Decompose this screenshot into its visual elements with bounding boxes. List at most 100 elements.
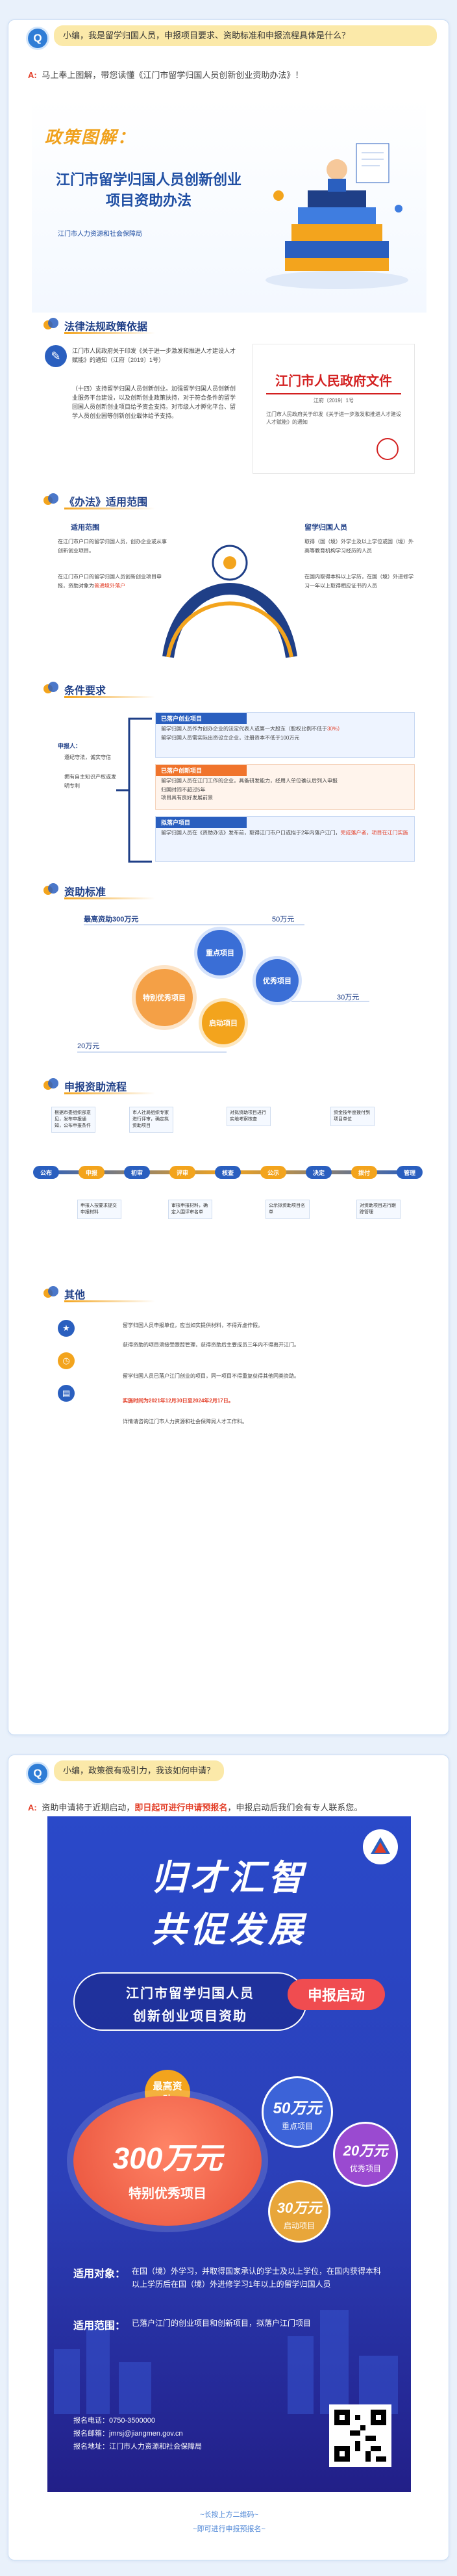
process-step: 核查: [215, 1166, 241, 1179]
hero-publisher: 江门市人力资源和社会保障局: [58, 231, 142, 238]
applicant-req-a: 遵纪守法，诚实守信: [64, 754, 111, 760]
process-step: 管理: [397, 1166, 423, 1179]
section-title: 其他: [64, 1290, 86, 1301]
grant-20-label: 20万元: [77, 1042, 100, 1050]
hero-title-line2: 项目资助办法: [105, 192, 191, 209]
returnee-label: 留学归国人员: [304, 524, 347, 532]
condition-title: 已落户创新项目: [156, 765, 247, 776]
section-requirements: 条件要求 申报人： 遵纪守法，诚实守信 拥有自主知识产权或发明专利 已落户创业项…: [32, 676, 426, 878]
section-legal-basis: 法律法规政策依据 ✎ 江门市人民政府关于印发《关于进一步激发和推进人才建设人才赋…: [32, 313, 426, 488]
section-process: 申报资助流程 根据市委组织部意见，发布申报通知，公布申报条件 市人社局组织专家进…: [32, 1073, 426, 1281]
answer-row-1: A: 马上奉上图解，带您读懂《江门市留学归国人员创新创业资助办法》！: [28, 68, 429, 83]
requirements-bracket: [116, 717, 152, 863]
bubble-good-project: 优秀项目: [256, 959, 299, 1002]
hero-title: 江门市留学归国人员创新创业 项目资助办法: [45, 170, 253, 211]
condition-text-b: 留学归国人员需实际出资设立企业，注册资本不低于100万元: [161, 735, 300, 741]
process-step: 公布: [33, 1166, 59, 1179]
section-scope: 《办法》适用范围 适用范围 在江门市户口的留学归国人员，创办企业或从事创新创业项…: [32, 488, 426, 676]
hero-tag: 政策图解：: [45, 127, 136, 147]
section-title: 条件要求: [64, 686, 106, 697]
qr-code-icon[interactable]: [329, 2404, 391, 2467]
process-step: 初审: [124, 1166, 150, 1179]
condition-text-b: 归国时间不超过5年: [161, 787, 206, 793]
scope-arch-graphic: [162, 545, 297, 658]
bubble-key-project: 重点项目: [197, 930, 243, 975]
poster-city-skyline: [54, 2310, 398, 2414]
section-underline: [64, 897, 155, 899]
legal-basis-text2: （十四）支持留学归国人员创新创业。加强留学归国人员创新创业服务平台建设，以及创新…: [72, 385, 236, 419]
grant-30-label: 30万元: [337, 994, 360, 1001]
grant-sub: 重点项目: [281, 2122, 313, 2131]
returnee-text1: 取得（国（境）外学士及以上学位或国（境）外高等教育机构学习经历的人员: [304, 539, 414, 554]
condition-text-a: 留学归国人员在江门工作的企业，具备研发能力，经用人单位确认后列入申报: [161, 778, 338, 784]
banner-line-1: 江门市留学归国人员: [126, 1987, 254, 2001]
condition-text-highlight: 完成落户者，项目在江门实施: [340, 830, 408, 836]
condition-title: 拟落户项目: [156, 817, 247, 828]
grant-50-label: 50万元: [272, 916, 295, 923]
condition-text-a: 留学归国人员在《资助办法》发布前，取得江门市户口或拟于2年内落户江门，: [161, 830, 341, 836]
poster-headline-1: 归才汇智: [151, 1859, 307, 1898]
step-note-bottom: 公示拟资助项目名单: [266, 1200, 310, 1219]
section-bullet-icon: [43, 883, 58, 897]
other-note-2: 获得资助的项目须接受跟踪管理，获得资助后主要成员三年内不得离开江门。: [123, 1342, 299, 1348]
answer-text: 马上奉上图解，带您读懂《江门市留学归国人员创新创业资助办法》！: [42, 70, 304, 80]
grant-circle-50: 50万元 重点项目: [262, 2076, 333, 2148]
grant-circle-20: 20万元 优秀项目: [333, 2122, 398, 2187]
footer-line-1: ~长按上方二维码~: [200, 2511, 258, 2519]
section-bullet-icon: [43, 682, 58, 696]
section-underline: [64, 1300, 155, 1302]
implementation-date: 实施时间为2021年12月30日至2024年2月17日。: [123, 1398, 234, 1404]
section-bullet-icon: [43, 1286, 58, 1300]
qa-card-1: Q 小编，我是留学归国人员，申报项目要求、资助标准和申报流程具体是什么？ A: …: [8, 19, 449, 1735]
clock-icon: ◷: [58, 1352, 75, 1369]
section-underline: [64, 508, 155, 509]
process-step: 拨付: [351, 1166, 377, 1179]
question-bubble: 小编，政策很有吸引力，我该如何申请？: [54, 1760, 225, 1781]
official-seal-icon: [377, 438, 399, 460]
section-header: 资助标准: [32, 878, 426, 901]
other-contact: 详情请咨询江门市人力资源和社会保障局人才工作科。: [123, 1419, 247, 1424]
scope-label: 适用范围: [71, 524, 99, 532]
step-note-top: 根据市委组织部意见，发布申报通知，公布申报条件: [51, 1107, 95, 1133]
section-title: 法律法规政策依据: [64, 322, 148, 333]
hero-books-illustration: [266, 143, 408, 289]
launch-badge: 申报启动: [288, 1979, 385, 2010]
document-rule: [266, 393, 401, 394]
government-document-preview: 江门市人民政府文件 江府〔2019〕1号 江门市人民政府关于印发《关于进一步激发…: [253, 344, 415, 474]
other-note-1: 留学归国人员申报单位，应当如实提供材料，不得弄虚作假。: [123, 1322, 263, 1328]
section-underline: [64, 1092, 155, 1094]
section-header: 申报资助流程: [32, 1073, 426, 1096]
section-bullet-icon: [43, 493, 58, 508]
document-edit-icon: ✎: [45, 345, 67, 367]
big-grant-sub: 特别优秀项目: [129, 2187, 206, 2201]
grant-amount: 20万元: [343, 2143, 388, 2159]
big-grant-amount: 300万元: [112, 2141, 223, 2175]
condition-title: 已落户创业项目: [156, 713, 247, 724]
poster-banner: 江门市留学归国人员 创新创业项目资助: [73, 1972, 307, 2031]
grant-circle-30: 30万元 启动项目: [268, 2180, 330, 2243]
scope-text2-highlight: 普通境外落户: [94, 583, 125, 589]
top-amount-label: 最高资助300万元: [84, 916, 139, 923]
scope-label: 适用范围：: [73, 2321, 126, 2332]
question-icon: Q: [28, 29, 47, 48]
condition-block-1: 已落户创业项目 留学归国人员作为创办企业的法定代表人或第一大股东（股权比例不低于…: [155, 712, 415, 758]
funding-lines: [77, 924, 369, 1053]
document-icon: ▤: [58, 1385, 75, 1402]
poster-contact: 报名电话：0750-3500000 报名邮箱：jmrsj@jiangmen.go…: [73, 2414, 294, 2453]
hero-title-line1: 江门市留学归国人员创新创业: [55, 172, 241, 188]
big-grant-circle: 300万元 特别优秀项目: [73, 2096, 262, 2226]
condition-block-2: 已落户创新项目 留学归国人员在江门工作的企业，具备研发能力，经用人单位确认后列入…: [155, 764, 415, 810]
step-note-bottom: 对资助项目进行跟踪管理: [356, 1200, 401, 1219]
bubble-special-project: 特别优秀项目: [136, 969, 193, 1026]
section-header: 条件要求: [32, 676, 426, 700]
section-title: 《办法》适用范围: [64, 497, 148, 508]
answer-text-pre: 资助申请将于近期启动，: [42, 1803, 135, 1812]
answer-row-2: A: 资助申请将于近期启动，即日起可进行申请预报名，申报启动后我们会有专人联系您…: [28, 1801, 429, 1815]
poster-headline-2: 共促发展: [151, 1911, 307, 1950]
condition-block-3: 拟落户项目 留学归国人员在《资助办法》发布前，取得江门市户口或拟于2年内落户江门…: [155, 816, 415, 862]
grant-amount: 30万元: [277, 2200, 322, 2216]
condition-text-a: 留学归国人员作为创办企业的法定代表人或第一大股东（股权比例不低于: [161, 726, 327, 732]
section-header: 法律法规政策依据: [32, 313, 426, 336]
grant-sub: 启动项目: [283, 2221, 315, 2230]
scope-text2: 在江门市户口的留学归国人员创新创业项目申报，资助对象为普通境外落户: [58, 573, 168, 591]
